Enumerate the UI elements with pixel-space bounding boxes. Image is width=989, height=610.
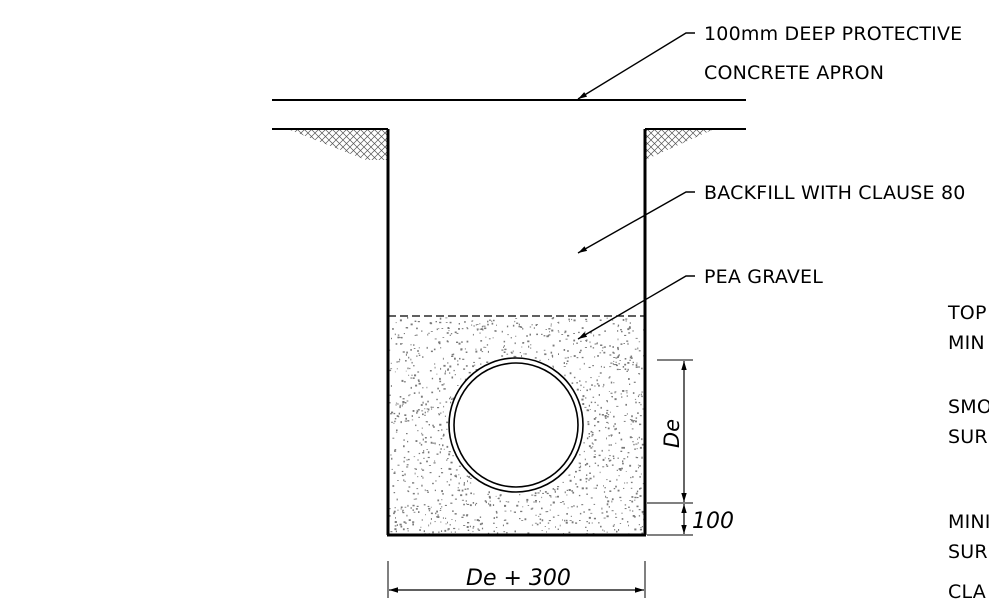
soil-hatch-right xyxy=(645,130,712,160)
apron-label-line2: CONCRETE APRON xyxy=(704,62,884,84)
width-dimension-label: De + 300 xyxy=(466,566,571,591)
apron-leader xyxy=(577,32,695,100)
de-dimension-label: De xyxy=(660,419,684,448)
note-minimum: MINI xyxy=(948,511,989,533)
note-surface-2: SUR xyxy=(948,541,988,563)
note-clause: CLA xyxy=(948,581,986,603)
bedding-dimension-label: 100 xyxy=(692,509,734,534)
pea-gravel-leader xyxy=(577,275,695,340)
note-surface: SUR xyxy=(948,426,988,448)
pea-gravel-label: PEA GRAVEL xyxy=(704,266,823,288)
backfill-label: BACKFILL WITH CLAUSE 80 xyxy=(704,182,966,204)
backfill-leader xyxy=(577,191,695,254)
note-min: MIN xyxy=(948,332,985,354)
soil-hatch-left xyxy=(290,130,388,160)
note-smooth: SMO xyxy=(948,396,989,418)
note-top: TOP xyxy=(947,302,987,324)
apron-label-line1: 100mm DEEP PROTECTIVE xyxy=(704,23,962,45)
pipe-inner-wall xyxy=(453,362,579,488)
